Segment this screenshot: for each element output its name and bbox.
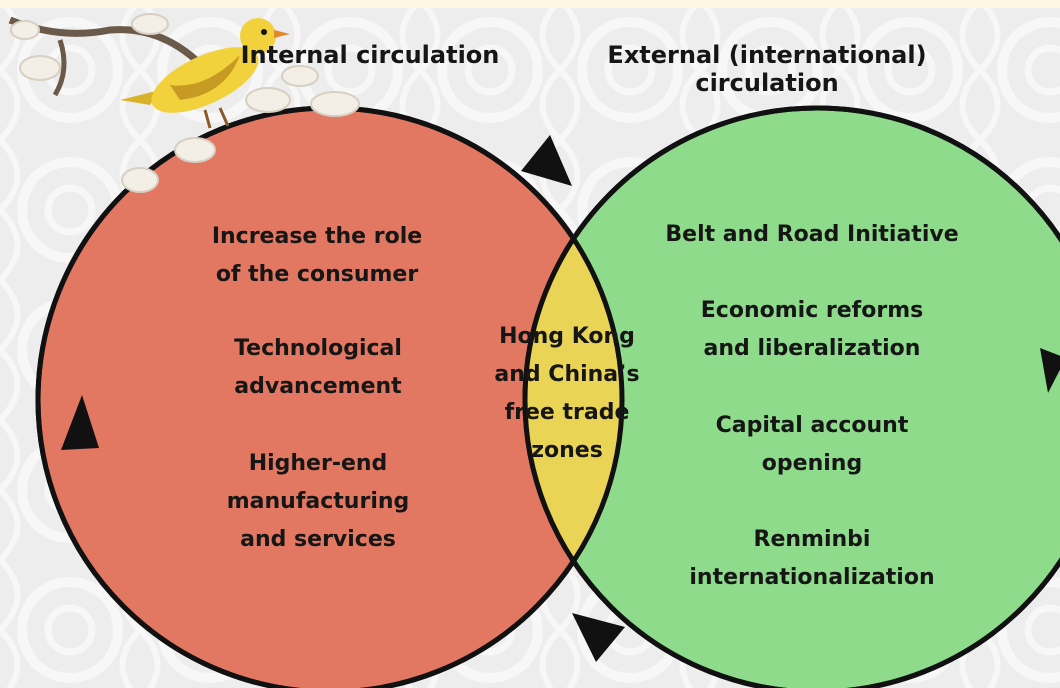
yellow-bird-icon — [120, 18, 290, 129]
external-item-renminbi: Renminbi internationalization — [689, 521, 934, 597]
text-line: Technological — [234, 336, 402, 361]
internal-item-manufacturing: Higher-end manufacturing and services — [227, 445, 410, 559]
text-line: internationalization — [689, 565, 935, 590]
text-line: and services — [240, 527, 396, 552]
text-line: manufacturing — [226, 489, 410, 514]
magnolia-branch-icon — [8, 13, 360, 193]
overlap-text: Hong Kong and China’s free trade zones — [494, 318, 639, 470]
external-item-reforms: Economic reforms and liberalization — [701, 292, 923, 368]
arrow-icon-left — [61, 395, 99, 450]
text-line: free trade — [504, 400, 630, 425]
text-line: advancement — [234, 374, 402, 399]
external-item-belt-road: Belt and Road Initiative — [665, 216, 958, 254]
external-heading: External (international) circulation — [607, 41, 926, 97]
text-line: Economic reforms — [700, 298, 924, 323]
text-line: of the consumer — [215, 262, 419, 287]
text-line: opening — [761, 451, 863, 476]
arrow-icon-top — [521, 135, 572, 186]
internal-heading-text: Internal circulation — [240, 41, 500, 69]
internal-heading: Internal circulation — [241, 41, 500, 69]
internal-item-consumer: Increase the role of the consumer — [212, 218, 422, 294]
text-line: and liberalization — [703, 336, 921, 361]
text-line: zones — [531, 438, 603, 463]
external-heading-line-1: External (international) — [607, 41, 927, 69]
text-line: Belt and Road Initiative — [665, 222, 959, 247]
text-line: Capital account — [715, 413, 909, 438]
text-line: and China’s — [494, 362, 640, 387]
text-line: Higher-end — [248, 451, 388, 476]
external-item-capital: Capital account opening — [716, 407, 909, 483]
external-heading-line-2: circulation — [695, 69, 839, 97]
top-band — [0, 0, 1060, 8]
arrow-icon-right — [1040, 348, 1060, 393]
text-line: Increase the role — [211, 224, 423, 249]
internal-item-technology: Technological advancement — [234, 330, 402, 406]
text-line: Renminbi — [753, 527, 871, 552]
arrow-icon-bottom — [572, 613, 625, 662]
text-line: Hong Kong — [499, 324, 635, 349]
external-outline — [522, 105, 1060, 688]
